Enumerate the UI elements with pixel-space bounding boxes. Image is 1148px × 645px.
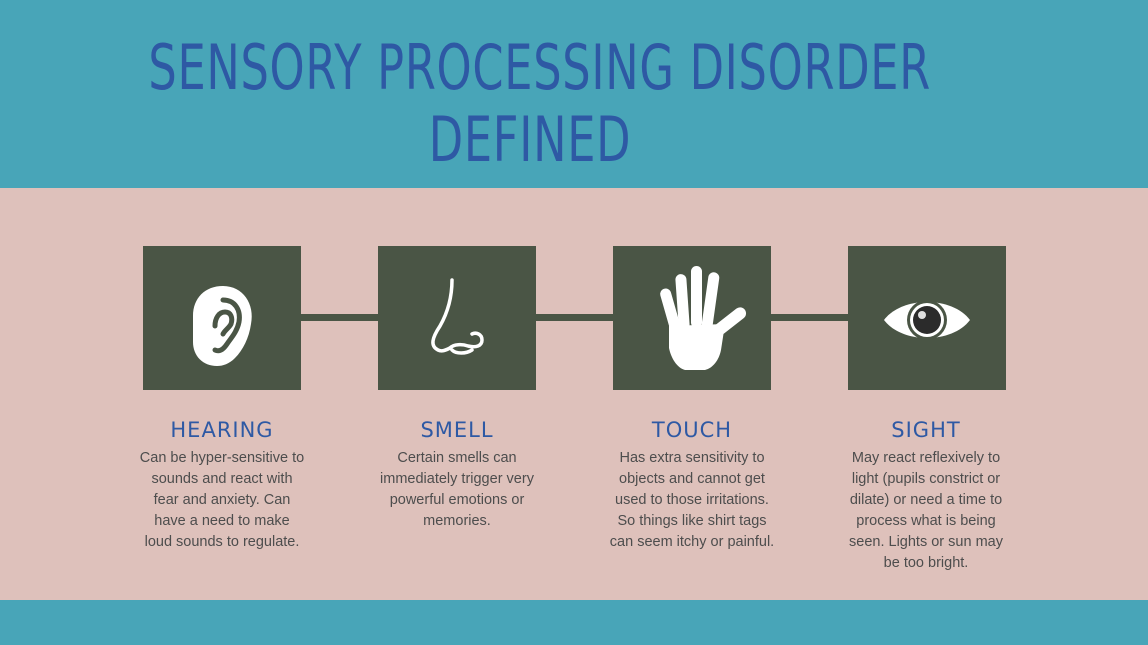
smell-description: Certain smells can immediately trigger v… xyxy=(380,450,534,529)
smell-card xyxy=(378,246,536,390)
eye-icon xyxy=(884,300,970,340)
smell-column: SMELL Certain smells can immediately tri… xyxy=(357,416,557,532)
sight-heading: SIGHT xyxy=(891,418,961,442)
sight-column: SIGHT May react reflexively to light (pu… xyxy=(826,416,1026,574)
footer-band xyxy=(0,600,1148,645)
hearing-heading: HEARING xyxy=(170,418,274,442)
page-title: SENSORY PROCESSING DISORDER DEFINED xyxy=(148,31,931,176)
touch-description: Has extra sensitivity to objects and can… xyxy=(609,450,775,550)
header-band xyxy=(0,0,1148,188)
ear-icon xyxy=(193,286,252,366)
smell-heading: SMELL xyxy=(420,418,494,442)
sight-description: May react reflexively to light (pupils c… xyxy=(849,450,1003,571)
page-title-line-1: SENSORY PROCESSING DISORDER xyxy=(148,31,931,104)
touch-column: TOUCH Has extra sensitivity to objects a… xyxy=(592,416,792,553)
nose-icon xyxy=(431,278,484,355)
hearing-description: Can be hyper-sensitive to sounds and rea… xyxy=(139,450,305,550)
hand-icon xyxy=(660,266,747,370)
touch-heading: TOUCH xyxy=(651,418,733,442)
page-title-line-2: DEFINED xyxy=(428,103,632,176)
hearing-card xyxy=(143,246,301,390)
touch-card xyxy=(613,246,771,390)
hearing-column: HEARING Can be hyper-sensitive to sounds… xyxy=(122,416,322,553)
sight-card xyxy=(848,246,1006,390)
connector-line xyxy=(300,314,848,321)
